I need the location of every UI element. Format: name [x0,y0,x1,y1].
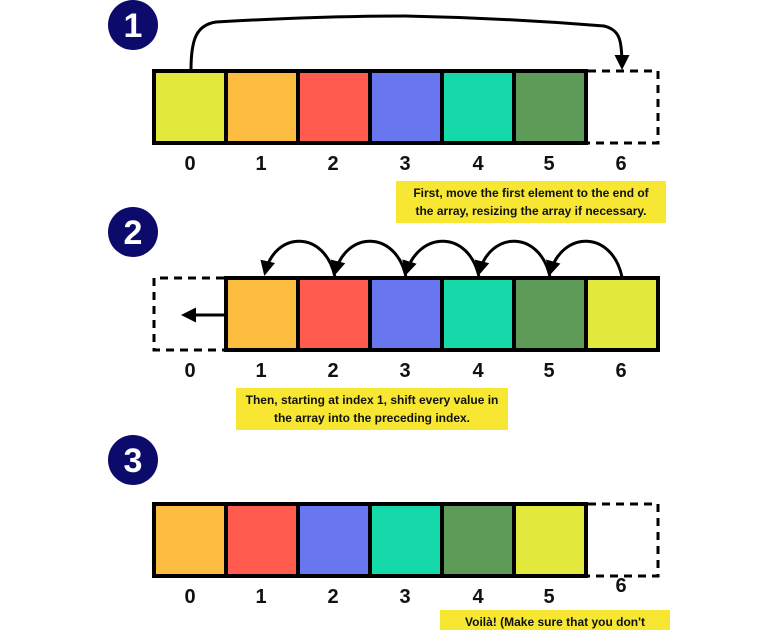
array-cell [368,276,444,352]
index-label: 4 [472,360,484,382]
array-cell [440,69,516,145]
array-cell [512,276,588,352]
array-cell [512,502,588,578]
step-2-note: Then, starting at index 1, shift every v… [236,388,508,430]
array-cell [224,69,300,145]
index-label: 1 [255,586,266,608]
step-3-empty-slot [588,502,660,578]
step-3-array [152,502,588,578]
shift-arrow-1 [260,239,337,278]
shift-arrow-5 [546,239,624,278]
step-3-number: 3 [124,442,143,480]
index-label: 5 [543,153,554,175]
step-1-badge [108,0,158,50]
index-label: 3 [399,586,410,608]
array-cell [224,502,300,578]
array-cell [224,276,300,352]
index-label: 0 [184,360,195,382]
index-label: 0 [184,586,195,608]
array-cell [152,502,228,578]
array-cell [512,69,588,145]
array-cell [296,276,372,352]
step-2-array [224,276,660,352]
index-label: 4 [472,586,484,608]
array-cell [440,502,516,578]
index-label: 2 [327,586,338,608]
step-3: 3 0 1 2 3 4 5 6 [108,435,660,608]
index-label: 2 [327,360,338,382]
index-label: 1 [255,153,266,175]
step-3-badge [108,435,158,485]
index-label: 3 [399,153,410,175]
step-3-note: Voilà! (Make sure that you don't [440,610,670,630]
step-2: 2 0 1 2 3 4 5 6 [108,207,660,382]
index-label: 6 [615,575,626,597]
array-cell [368,69,444,145]
move-first-to-end-arrow [189,14,630,71]
index-label: 1 [255,360,266,382]
shift-arrow-2 [330,239,408,278]
array-cell [368,502,444,578]
array-cell [440,276,516,352]
index-label: 0 [184,153,195,175]
step-1-indices: 0 1 2 3 4 5 6 [184,153,626,175]
step-1-array [152,69,588,145]
array-cell [296,69,372,145]
array-cell [584,276,660,352]
step-3-indices: 0 1 2 3 4 5 6 [184,575,626,608]
step-2-number: 2 [124,214,143,252]
step-1: 1 0 1 2 3 4 5 6 [108,0,660,175]
array-cell [296,502,372,578]
shift-arrow-3 [402,239,481,278]
index-label: 6 [615,153,626,175]
index-label: 4 [472,153,484,175]
index-label: 2 [327,153,338,175]
step-2-empty-slot [152,276,224,352]
index-label: 6 [615,360,626,382]
shift-arrow-4 [474,239,552,278]
step-2-badge [108,207,158,257]
step-1-note: First, move the first element to the end… [396,181,666,223]
index-label: 3 [399,360,410,382]
index-label: 5 [543,360,554,382]
step-2-indices: 0 1 2 3 4 5 6 [184,360,626,382]
step-1-number: 1 [124,7,143,45]
index-label: 5 [543,586,554,608]
array-cell [152,69,228,145]
step-1-empty-slot [588,69,660,145]
